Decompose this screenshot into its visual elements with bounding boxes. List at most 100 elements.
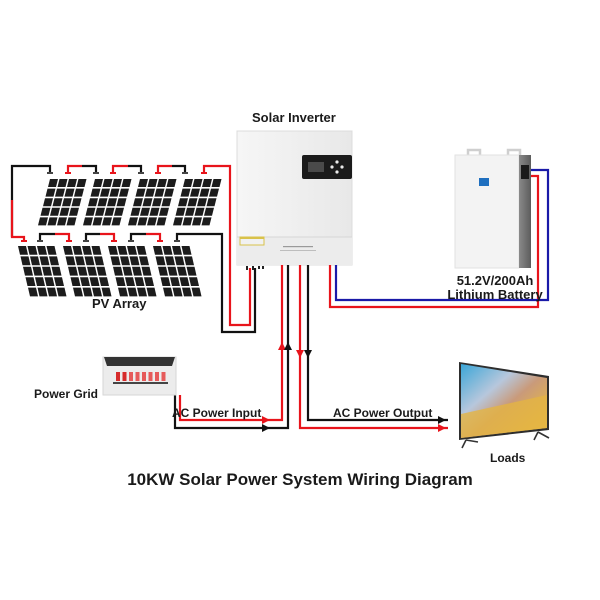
solar-cell xyxy=(45,188,56,197)
solar-cell xyxy=(55,188,65,197)
solar-panel-icon xyxy=(18,246,67,297)
solar-cell xyxy=(172,287,183,297)
solar-cell xyxy=(191,287,202,297)
solar-cell xyxy=(144,277,154,286)
battery-positive-wire xyxy=(328,174,540,309)
pv-wire-jumper-r2-1 xyxy=(38,232,55,240)
lithium-battery xyxy=(454,148,531,269)
solar-panel-icon xyxy=(63,246,112,297)
solar-cell xyxy=(211,179,222,187)
solar-cell xyxy=(72,246,83,255)
solar-cell xyxy=(69,207,79,216)
solar-cell xyxy=(121,179,132,187)
inverter-display-panel xyxy=(302,155,352,179)
solar-cell xyxy=(73,287,83,297)
solar-cell xyxy=(137,287,147,297)
loads-label: Loads xyxy=(490,451,526,465)
ac-output-label: AC Power Output xyxy=(333,406,433,420)
solar-cell xyxy=(147,217,157,226)
battery-handle xyxy=(506,148,522,156)
pv-wire-jumper-r1-1b xyxy=(82,164,98,172)
solar-cell xyxy=(166,179,177,187)
breaker-rail xyxy=(113,382,168,384)
solar-cell xyxy=(37,287,48,297)
solar-cell xyxy=(128,217,138,226)
arrow-up-icon xyxy=(278,342,286,350)
solar-cell xyxy=(71,198,82,207)
ac-output-neutral-wire xyxy=(306,265,448,422)
solar-cell xyxy=(167,266,178,276)
arrow-right-icon xyxy=(262,416,270,424)
solar-cell xyxy=(74,188,84,197)
battery-icon xyxy=(454,154,520,269)
solar-cell xyxy=(23,266,33,276)
battery-label-type: Lithium Battery xyxy=(447,287,543,302)
solar-cell xyxy=(114,207,124,216)
solar-panel-icon xyxy=(83,179,132,226)
solar-cell xyxy=(47,287,57,297)
solar-cell xyxy=(52,198,63,207)
solar-cell xyxy=(85,207,96,216)
solar-cell xyxy=(186,266,197,276)
battery-handle xyxy=(466,148,482,156)
solar-cell xyxy=(197,198,207,207)
solar-cell xyxy=(47,217,58,226)
solar-cell xyxy=(97,198,108,207)
solar-cell xyxy=(209,188,219,197)
pv-array-panels xyxy=(18,179,222,297)
solar-cell xyxy=(67,179,77,187)
pv-wire-jumper-r2-2 xyxy=(84,232,100,240)
solar-cell xyxy=(159,207,169,216)
ac-input-label: AC Power Input xyxy=(172,406,262,420)
ac-output-live-wire xyxy=(298,265,448,430)
solar-cell xyxy=(100,188,110,197)
solar-cell xyxy=(172,246,182,255)
solar-cell xyxy=(152,198,162,207)
arrow-down-icon xyxy=(296,350,304,358)
solar-cell xyxy=(59,207,70,216)
solar-cell xyxy=(142,198,153,207)
solar-cell xyxy=(27,246,38,255)
breaker-switch xyxy=(142,372,146,381)
solar-cell xyxy=(181,246,192,255)
solar-cell xyxy=(51,266,62,276)
solar-cell xyxy=(174,256,185,266)
solar-cell xyxy=(115,277,126,286)
solar-cell xyxy=(146,287,157,297)
pv-wire-negative-out xyxy=(175,232,257,334)
solar-cell xyxy=(178,198,188,207)
arrow-up-icon xyxy=(284,342,292,350)
solar-cell xyxy=(164,188,174,197)
solar-cell xyxy=(112,179,122,187)
solar-cell xyxy=(173,217,183,226)
solar-cell xyxy=(39,256,50,266)
solar-cell xyxy=(138,179,148,187)
breaker-switch xyxy=(122,372,127,381)
breaker-switch xyxy=(135,372,140,381)
solar-cell xyxy=(113,266,123,276)
pv-wire-jumper-r1-1 xyxy=(66,164,82,172)
solar-cell xyxy=(57,217,67,226)
solar-cell xyxy=(140,207,150,216)
diagram-title: 10KW Solar Power System Wiring Diagram xyxy=(127,470,473,489)
solar-cell xyxy=(104,207,115,216)
solar-cell xyxy=(77,266,88,276)
solar-cell xyxy=(158,266,168,276)
breaker-switch xyxy=(129,372,133,381)
solar-cell xyxy=(154,188,165,197)
solar-cell xyxy=(157,179,167,187)
pv-wire-positive-out xyxy=(202,164,252,327)
solar-cell xyxy=(117,246,128,255)
solar-cell xyxy=(119,188,129,197)
solar-cell xyxy=(190,188,200,197)
pv-wire-jumper-r1-2 xyxy=(111,164,128,172)
solar-cell xyxy=(182,287,192,297)
solar-cell xyxy=(54,277,64,286)
solar-cell xyxy=(165,256,175,266)
solar-cell xyxy=(66,217,77,226)
solar-cell xyxy=(70,277,81,286)
solar-cell xyxy=(116,198,127,207)
solar-cell xyxy=(201,217,212,226)
solar-cell xyxy=(163,287,173,297)
solar-cell xyxy=(139,256,149,266)
